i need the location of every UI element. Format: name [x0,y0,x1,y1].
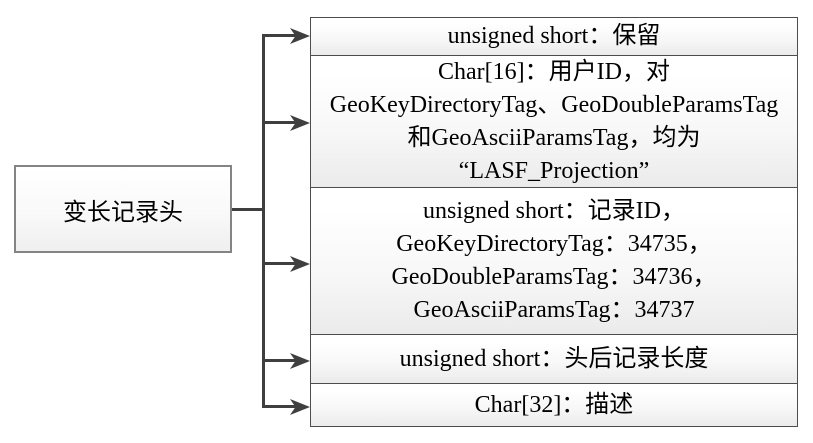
field-row-reserved: unsigned short：保留 [311,18,797,56]
field-row-description: Char[32]：描述 [311,384,797,426]
field-table: unsigned short：保留 Char[16]：用户ID，对 GeoKey… [310,17,798,427]
arrow-right-icon [290,114,310,131]
source-box-label: 变长记录头 [63,199,183,226]
branch-line-4 [262,359,296,362]
trunk-line [262,34,265,408]
arrow-right-icon [290,398,310,415]
field-text: Char[32]：描述 [474,391,634,418]
arrow-right-icon [290,255,310,272]
branch-line-3 [262,262,296,265]
arrow-right-icon [290,352,310,369]
field-text: unsigned short：记录ID， [423,198,685,224]
field-text: GeoAsciiParamsTag：34737 [413,297,695,323]
field-text: unsigned short：头后记录长度 [399,345,709,372]
field-row-record-length: unsigned short：头后记录长度 [311,335,797,384]
field-row-record-id: unsigned short：记录ID， GeoKeyDirectoryTag：… [311,188,797,335]
source-connector-line [232,208,264,211]
arrow-right-icon [290,27,310,44]
field-text: 和GeoAsciiParamsTag，均为 [407,124,701,151]
field-text: GeoDoubleParamsTag：34736， [391,264,717,290]
field-text: GeoKeyDirectoryTag、GeoDoubleParamsTag [329,91,779,118]
field-text: Char[16]：用户ID，对 [438,58,670,85]
field-text: unsigned short：保留 [447,23,661,49]
branch-line-5 [262,405,296,408]
source-box: 变长记录头 [14,165,232,253]
branch-line-1 [262,34,296,37]
field-text: GeoKeyDirectoryTag：34735， [396,231,712,257]
field-text: “LASF_Projection” [458,157,650,184]
field-row-user-id: Char[16]：用户ID，对 GeoKeyDirectoryTag、GeoDo… [311,56,797,188]
branch-line-2 [262,121,296,124]
